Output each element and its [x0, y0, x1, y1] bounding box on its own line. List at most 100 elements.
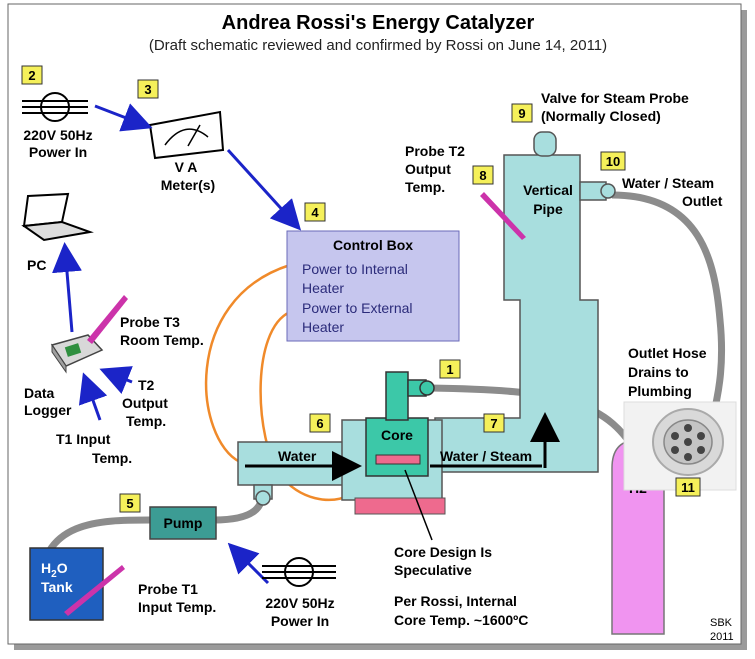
svg-text:1: 1 [446, 362, 453, 377]
outlet-label-1: Water / Steam [622, 175, 714, 191]
outlet-hose-label-3: Plumbing [628, 383, 692, 399]
arrow-t1-to-logger [78, 372, 108, 421]
valve-label-2: (Normally Closed) [541, 108, 661, 124]
marker-4: 4 [304, 202, 326, 222]
svg-text:7: 7 [490, 416, 497, 431]
power-in-top-label-2: Power In [29, 144, 87, 160]
marker-9: 9 [511, 103, 533, 123]
outlet-label-2: Outlet [682, 193, 723, 209]
data-logger-label-2: Logger [24, 402, 72, 418]
core-temp-1: Per Rossi, Internal [394, 593, 517, 609]
control-box-line-2: Heater [302, 280, 344, 296]
diagram-title: Andrea Rossi's Energy Catalyzer [222, 12, 535, 34]
diagram-subtitle: (Draft schematic reviewed and confirmed … [149, 37, 607, 54]
probe-t3-label-1: Probe T3 [120, 314, 180, 330]
svg-text:6: 6 [316, 416, 323, 431]
probe-t3-label-2: Room Temp. [120, 332, 204, 348]
t1-label-2: Temp. [92, 450, 132, 466]
svg-text:8: 8 [479, 168, 486, 183]
svg-text:4: 4 [311, 205, 319, 220]
credit-2: 2011 [710, 631, 734, 643]
core-design-2: Speculative [394, 562, 472, 578]
tank-label-tank: Tank [41, 579, 73, 595]
marker-1: 1 [439, 359, 461, 379]
drain-icon [623, 401, 737, 491]
t2-label-1: T2 [138, 377, 155, 393]
meter-icon [148, 110, 225, 160]
marker-6: 6 [309, 413, 331, 433]
meter-label: Meter(s) [161, 177, 215, 193]
control-box-line-1: Power to Internal [302, 261, 408, 277]
control-box-title: Control Box [333, 237, 413, 253]
steam-probe-valve [533, 131, 557, 157]
t1-label-1: T1 Input [56, 431, 111, 447]
outlet-hose-label-2: Drains to [628, 364, 689, 380]
core-temp-2: Core Temp. ~1600ºC [394, 612, 528, 628]
pump-label: Pump [164, 515, 203, 531]
water-tank [29, 547, 104, 621]
pc-laptop-icon [21, 192, 94, 242]
core-design-pointer [404, 469, 433, 541]
probe-t2-label-3: Temp. [405, 179, 445, 195]
control-box [286, 230, 460, 342]
vertical-pipe-label-1: Vertical [523, 182, 573, 198]
internal-heater [375, 454, 421, 465]
svg-text:10: 10 [606, 154, 620, 169]
control-box-line-4: Heater [302, 319, 344, 335]
arrow-logger-to-pc [52, 242, 82, 333]
probe-t1-label-2: Input Temp. [138, 599, 216, 615]
outlet-valve [600, 183, 616, 199]
t2-label-3: Temp. [126, 413, 166, 429]
marker-10: 10 [600, 151, 626, 171]
water-steam-label: Water / Steam [440, 448, 532, 464]
pc-label: PC [27, 257, 46, 273]
power-in-top-label-1: 220V 50Hz [23, 127, 92, 143]
marker-2: 2 [21, 65, 43, 85]
marker-8: 8 [472, 165, 494, 185]
inlet-valve [255, 490, 271, 506]
marker-5: 5 [119, 493, 141, 513]
pump [149, 506, 217, 540]
tank-label-h: H2O [41, 560, 68, 580]
svg-text:2: 2 [28, 68, 35, 83]
data-logger-icon [50, 334, 104, 374]
water-label: Water [278, 448, 317, 464]
arrow-t2-to-logger [99, 366, 133, 394]
vertical-pipe-label-2: Pipe [533, 201, 563, 217]
arrow-power-to-meter [94, 103, 153, 132]
valve-label-1: Valve for Steam Probe [541, 90, 689, 106]
probe-t2-label-2: Output [405, 161, 451, 177]
data-logger-label-1: Data [24, 385, 55, 401]
meter-face-label: V A [175, 159, 198, 175]
control-box-line-3: Power to External [302, 300, 413, 316]
outlet-hose-label-1: Outlet Hose [628, 345, 707, 361]
power-in-bottom [262, 557, 336, 587]
svg-text:11: 11 [681, 480, 695, 495]
core-design-1: Core Design Is [394, 544, 492, 560]
svg-text:3: 3 [144, 82, 151, 97]
probe-t1-label-1: Probe T1 [138, 581, 198, 597]
probe-t3 [87, 295, 128, 344]
core [365, 417, 429, 477]
credit-1: SBK [710, 617, 733, 629]
outlet-hose [611, 191, 726, 421]
marker-7: 7 [483, 413, 505, 433]
core-label: Core [381, 427, 413, 443]
marker-3: 3 [137, 79, 159, 99]
probe-t2 [480, 192, 526, 240]
external-heater [354, 497, 446, 515]
svg-text:9: 9 [518, 106, 525, 121]
power-in-bottom-label-2: Power In [271, 613, 329, 629]
inlet-pipe [237, 441, 347, 486]
h2-valve [419, 380, 435, 396]
t2-label-2: Output [122, 395, 168, 411]
arrow-meter-to-control [226, 148, 302, 231]
probe-t1 [64, 565, 125, 616]
power-in-top [22, 92, 88, 122]
svg-text:5: 5 [126, 496, 133, 511]
core-neck [385, 371, 409, 421]
power-in-bottom-label-1: 220V 50Hz [265, 595, 334, 611]
probe-t2-label-1: Probe T2 [405, 143, 465, 159]
